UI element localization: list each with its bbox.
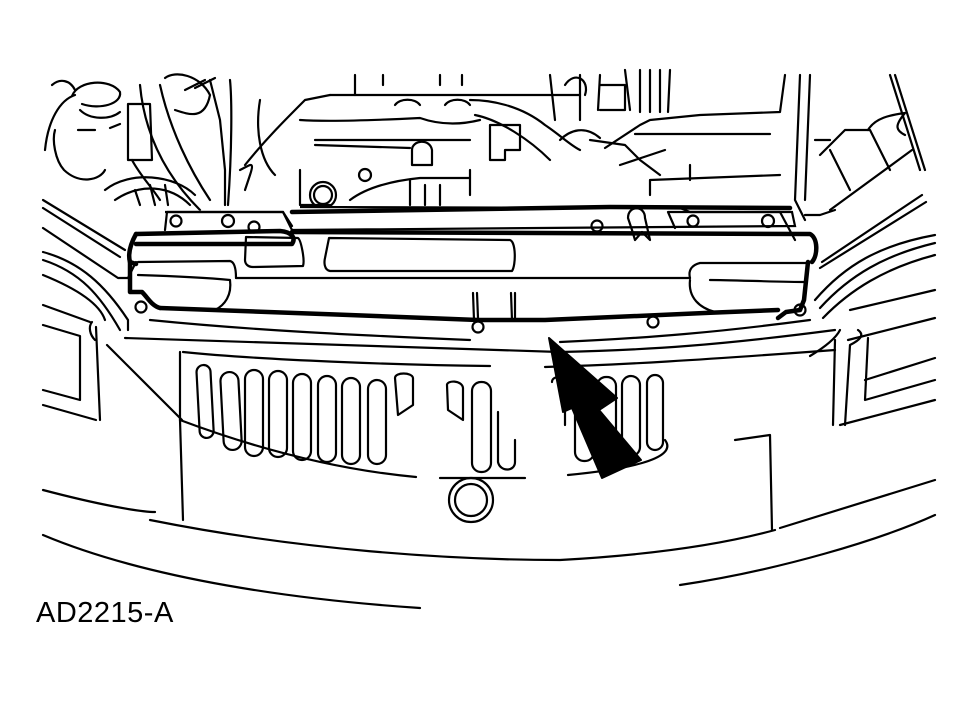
grille-slots-left bbox=[195, 363, 415, 466]
radiator-support-cover bbox=[127, 204, 819, 334]
engine-components bbox=[43, 68, 927, 222]
figure-label: AD2215-A bbox=[36, 597, 174, 629]
grille-panel bbox=[123, 318, 837, 562]
right-fender bbox=[678, 193, 937, 587]
left-fender bbox=[41, 198, 422, 610]
callout-arrow bbox=[548, 337, 642, 479]
